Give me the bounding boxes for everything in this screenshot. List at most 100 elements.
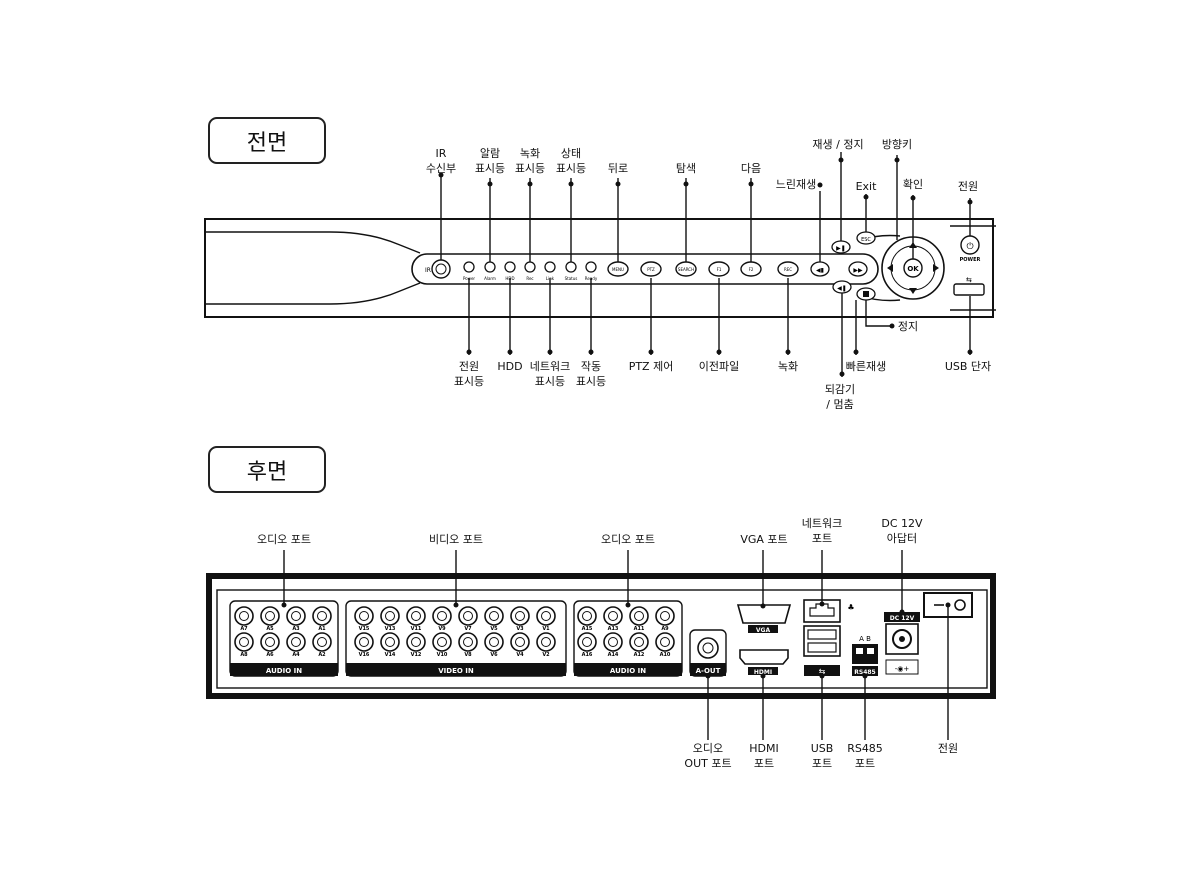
audio-in-jack-label: A16 <box>582 652 593 658</box>
svg-text:POWER: POWER <box>960 257 981 263</box>
label-alarm-led: 알람 표시등 <box>474 147 506 176</box>
svg-text:◀❚: ◀❚ <box>837 285 847 292</box>
video-in-jack-label: V2 <box>542 652 550 658</box>
svg-text:AUDIO IN: AUDIO IN <box>266 667 302 675</box>
svg-text:A-OUT: A-OUT <box>696 667 721 675</box>
label-usb-port: USB 포트 <box>810 742 834 771</box>
video-in-jack-label: V7 <box>464 626 472 632</box>
svg-text:A B: A B <box>859 635 871 643</box>
label-network-led: 네트워크 표시등 <box>529 360 571 389</box>
front-button-label: MENU <box>612 267 624 272</box>
label-fast-play: 빠른재생 <box>845 360 887 373</box>
svg-text:VIDEO IN: VIDEO IN <box>438 667 474 675</box>
label-stop: 정지 <box>897 320 919 333</box>
rear-usb-ports: ⇆ <box>803 625 841 676</box>
video-in-jack-label: V8 <box>464 652 472 658</box>
svg-text:IR: IR <box>425 267 431 274</box>
audio-in-jack-label: A2 <box>318 652 326 658</box>
audio-in-jack-label: A12 <box>634 652 645 658</box>
front-bevel-top <box>205 231 421 254</box>
audio-in-jack-label: A14 <box>608 652 619 658</box>
label-dc-adapter: DC 12V 아답터 <box>881 517 923 546</box>
label-back: 뒤로 <box>607 162 629 175</box>
front-leader-dots <box>438 157 973 377</box>
svg-text:VGA: VGA <box>756 627 771 634</box>
audio-in-jack-label: A13 <box>608 626 619 632</box>
video-in-jack-label: V3 <box>516 626 524 632</box>
video-in-jack-label: V15 <box>359 626 370 632</box>
led-status <box>565 261 577 273</box>
svg-text:⏻: ⏻ <box>966 241 973 252</box>
audio-in-jack-label: A11 <box>634 626 645 632</box>
label-usb-front: USB 단자 <box>944 360 992 373</box>
label-next: 다음 <box>740 162 762 175</box>
power-button: ⏻ POWER <box>960 235 981 263</box>
label-power-led: 전원 표시등 <box>453 360 485 389</box>
front-extra-buttons: ▶❚ ESC ◀▮ ▶▶ ◀❚ <box>810 231 876 301</box>
label-hdmi-port: HDMI 포트 <box>749 742 779 771</box>
front-button-1[interactable] <box>640 261 662 277</box>
label-audio-out-port: 오디오 OUT 포트 <box>684 742 732 771</box>
label-audio-port-left: 오디오 포트 <box>256 533 312 546</box>
led-ready <box>585 261 597 273</box>
svg-text:⇆: ⇆ <box>819 667 826 676</box>
svg-text:RS485: RS485 <box>854 669 875 676</box>
led-label: Status <box>565 276 578 281</box>
video-in-jack-label: V14 <box>385 652 396 658</box>
front-button-3[interactable] <box>708 261 730 277</box>
rs485-port: A B RS485 <box>852 635 878 676</box>
svg-text:▶▶: ▶▶ <box>853 267 863 274</box>
svg-text:DC 12V: DC 12V <box>890 615 915 622</box>
label-network-port: 네트워크 포트 <box>801 517 843 546</box>
led-label: Alarm <box>484 276 496 281</box>
led-hdd <box>504 261 516 273</box>
svg-text:ESC: ESC <box>861 237 871 243</box>
label-rewind: 되감기 / 멈춤 <box>824 383 856 412</box>
label-exit: Exit <box>855 180 877 193</box>
svg-text:HDMI: HDMI <box>754 669 772 676</box>
video-in-jack-label: V6 <box>490 652 498 658</box>
led-link <box>544 261 556 273</box>
audio-in-jack-label: A15 <box>582 626 593 632</box>
hdmi-port: HDMI <box>739 649 789 676</box>
label-prev-file: 이전파일 <box>698 360 740 373</box>
led-label: Rec <box>526 276 533 281</box>
audio-in-jack-label: A8 <box>240 652 248 658</box>
front-button-label: F2 <box>749 267 754 272</box>
front-button-5[interactable] <box>777 261 799 277</box>
svg-text:◀▮: ◀▮ <box>816 267 824 274</box>
label-power: 전원 <box>957 180 979 193</box>
audio-in-jack-label: A10 <box>660 652 671 658</box>
audio-in-jack-label: A6 <box>266 652 274 658</box>
audio-in-jack-label: A5 <box>266 626 274 632</box>
front-button-label: REC <box>784 267 792 272</box>
label-vga-port: VGA 포트 <box>740 533 788 546</box>
video-in-jack-label: V9 <box>438 626 446 632</box>
svg-text:AUDIO IN: AUDIO IN <box>610 667 646 675</box>
fast-button <box>848 261 868 277</box>
label-play-pause: 재생 / 정지 <box>812 138 864 151</box>
label-slow-play: 느린재생 <box>775 178 817 191</box>
audio-in-jack-label: A4 <box>292 652 300 658</box>
audio-in-jack-label: A1 <box>318 626 326 632</box>
led-power <box>463 261 475 273</box>
label-rear-power: 전원 <box>937 742 959 755</box>
label-ok: 확인 <box>902 178 924 191</box>
label-video-port: 비디오 포트 <box>428 533 484 546</box>
led-rec <box>524 261 536 273</box>
label-rs485-port: RS485 포트 <box>847 742 883 771</box>
audio-in-jack-label: A9 <box>661 626 669 632</box>
audio-out-port: A-OUT <box>689 629 727 677</box>
led-alarm <box>484 261 496 273</box>
label-status-led: 상태 표시등 <box>555 147 587 176</box>
video-in-jack-label: V13 <box>385 626 396 632</box>
front-button-label: F1 <box>717 267 722 272</box>
front-button-label: SEARCH <box>678 267 694 272</box>
dc-power-jack: DC 12V -◉+ <box>884 612 920 675</box>
rear-title: 후면 <box>208 446 326 493</box>
vga-port: VGA <box>736 604 792 634</box>
video-in-jack-label: V12 <box>411 652 422 658</box>
network-port: ♣ <box>803 599 855 623</box>
label-audio-port-right: 오디오 포트 <box>600 533 656 546</box>
video-in-jack-label: V5 <box>490 626 498 632</box>
